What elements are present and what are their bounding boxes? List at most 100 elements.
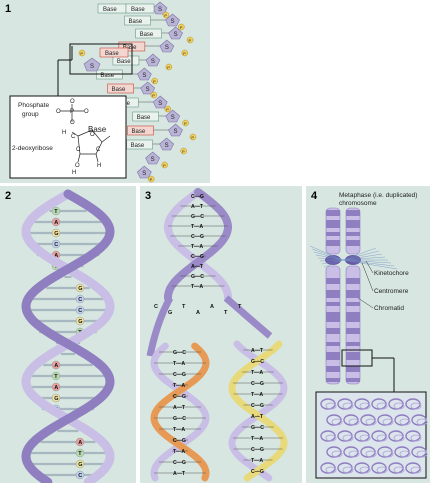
chromosome-band <box>346 240 360 246</box>
phosphate-dot <box>181 49 189 57</box>
kinetochore-label: Kinetochore <box>374 270 409 277</box>
nucleotide-bead <box>51 206 61 216</box>
spindle-fiber <box>313 251 344 261</box>
sugar-label: S <box>174 32 178 38</box>
sugar-pentagon <box>165 13 180 27</box>
nucleotide-letter: T <box>54 209 58 215</box>
spindle-fiber <box>342 253 383 261</box>
sugar-label: S <box>151 157 155 163</box>
phosphate-label: P <box>188 38 191 43</box>
chromatin-loop <box>331 418 343 426</box>
nucleotide-letter: C <box>78 297 82 303</box>
chromatin-loop <box>399 418 411 426</box>
base-block <box>107 83 134 94</box>
nucleotide-letter: G <box>78 462 82 468</box>
chromosome-band <box>326 210 340 216</box>
base-pair-label: C—G <box>173 438 186 444</box>
chromatin-loop <box>393 466 405 474</box>
chromatin-loop <box>416 418 428 426</box>
phosphate-label: P <box>183 51 186 56</box>
nucleotide-letter: T <box>54 374 58 380</box>
free-nucleotide-letter: T <box>224 310 228 316</box>
chromatid-pointer <box>357 297 374 309</box>
sugar-pentagon <box>136 165 152 179</box>
base-label: Base <box>123 45 137 51</box>
base-label: Base <box>140 32 154 38</box>
chromatid-label: Chromatid <box>374 305 404 312</box>
spindle-fiber <box>342 250 380 261</box>
atom-o-bottom: O <box>70 120 75 126</box>
nucleotide-inset: Phosphate group 2-deoxyribose Base O P O… <box>9 43 133 179</box>
inset-sugar-label: 2-deoxyribose <box>12 145 53 152</box>
chromatin-loop <box>348 450 360 458</box>
chromosome-band <box>346 328 360 334</box>
phosphate-dot <box>165 63 173 71</box>
nucleotide-bead <box>75 470 85 480</box>
atom-o-left: O <box>56 109 61 115</box>
nucleotide-letter: C <box>78 308 82 314</box>
nucleotide-bead <box>51 239 61 249</box>
free-nucleotide-letter: T <box>238 304 242 310</box>
sugar-pentagon <box>136 67 152 81</box>
nucleotide-letter: G <box>54 396 58 402</box>
free-nucleotide-letter: A <box>196 310 200 316</box>
chromatin-loop <box>410 402 422 410</box>
base-pair-label: T—A <box>191 284 203 290</box>
base-pair-label: T—A <box>173 383 185 389</box>
phosphate-dot <box>189 133 197 141</box>
base-pair-label: T—A <box>251 458 263 464</box>
chromatin-loop <box>342 402 354 410</box>
phosphate-dot <box>78 49 86 57</box>
base-label: Base <box>131 143 145 149</box>
base-pair-label: C—G <box>251 381 264 387</box>
backbone-strand-back <box>21 189 115 483</box>
sugar-pentagon <box>168 26 183 40</box>
base-pair-label: C—G <box>173 394 186 400</box>
phosphate-label: P <box>184 121 187 126</box>
free-nucleotide-letter: A <box>210 304 214 310</box>
chromosome-band <box>326 312 340 322</box>
base-pair-label: C—G <box>251 447 264 453</box>
chromatin-loop <box>325 466 337 474</box>
phosphate-dot <box>151 77 158 85</box>
panel-4-number: 4 <box>311 190 318 202</box>
base-pair-label: G—C <box>191 274 204 280</box>
base-block <box>127 125 154 136</box>
chromatin-loop <box>342 434 354 442</box>
nucleotide-letter: A <box>54 363 58 369</box>
atom-o-ring: O <box>90 132 95 138</box>
nucleotide-letter: A <box>78 440 82 446</box>
base-pair-label: T—A <box>251 392 263 398</box>
chromosome-band <box>326 278 340 284</box>
chromatin-coils <box>320 398 428 474</box>
chromatin-loop <box>325 434 337 442</box>
sugar-label: S <box>174 129 178 135</box>
base-pair-label: T—A <box>251 436 263 442</box>
centromere-label: Centromere <box>374 288 409 295</box>
spindle-fiber <box>342 247 377 261</box>
base-pair-label: G—C <box>251 359 264 365</box>
sugar-label: S <box>158 101 162 107</box>
free-nucleotide-letter: G <box>168 310 172 316</box>
phosphate-dot <box>164 105 171 113</box>
sugar-pentagon <box>152 95 168 109</box>
chromatin-loop <box>410 466 422 474</box>
panel-1-number: 1 <box>5 3 12 15</box>
base-pair-label: A—T <box>173 471 186 477</box>
chromosome-band <box>326 342 340 346</box>
spindle-fiber <box>319 259 344 262</box>
nucleotide-bead <box>75 459 85 469</box>
nucleotide-bead <box>75 437 85 447</box>
nucleotide-bead <box>75 294 85 304</box>
structural-formula <box>60 104 111 163</box>
base-pair-label: G—C <box>173 416 186 422</box>
base-label: Base <box>137 115 151 121</box>
chromatin-loop <box>382 450 394 458</box>
backbone-strand-back <box>228 340 288 482</box>
chromosome-band <box>346 220 360 228</box>
chromatin-loop <box>376 434 388 442</box>
phosphate-label: P <box>163 163 166 168</box>
chromosome-band <box>326 302 340 306</box>
